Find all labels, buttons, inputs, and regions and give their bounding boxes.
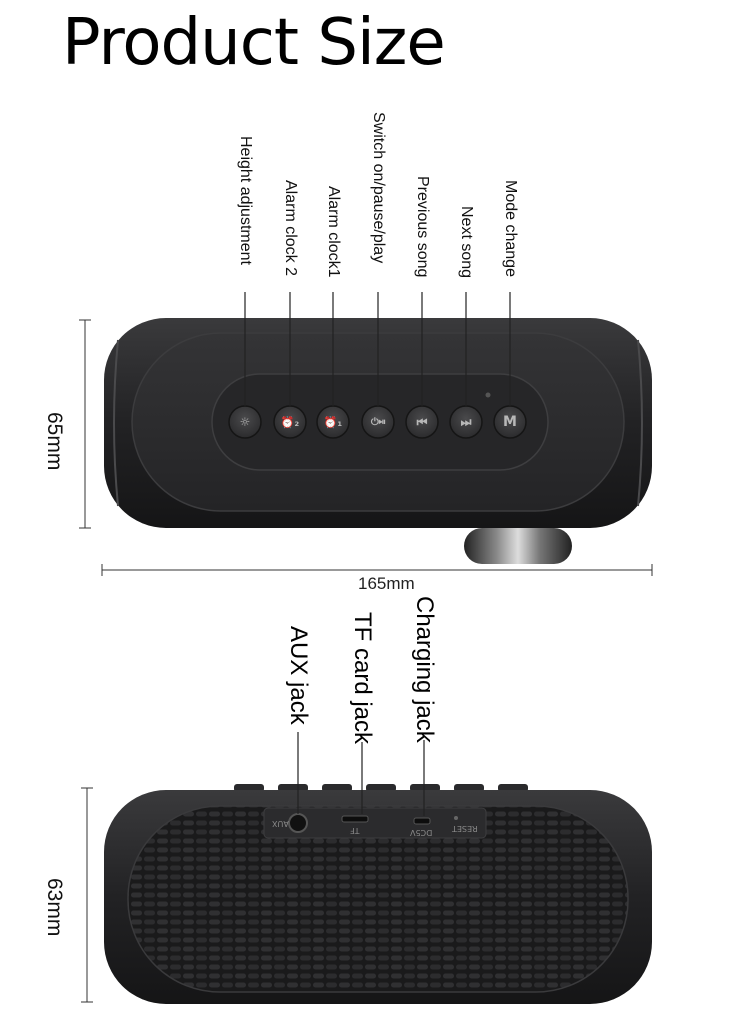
port-text-tf: TF (350, 826, 360, 835)
height-knob (464, 528, 572, 564)
top-leader-lines (244, 292, 511, 406)
previous-track-icon: ⏮ (416, 414, 428, 429)
alarm-clock-1-icon: ⏰₁ (323, 415, 343, 429)
speaker-top-view (104, 318, 652, 564)
speaker-bottom-view (104, 784, 652, 1004)
label-charging-jack: Charging jack (411, 596, 438, 743)
height-dimension-bottom (81, 787, 93, 1003)
bottom-leader-lines (297, 732, 425, 816)
dimension-63mm: 63mm (43, 878, 66, 937)
page-title: Product Size (62, 6, 446, 80)
label-previous-song: Previous song (414, 176, 431, 278)
label-alarm-clock-2: Alarm clock 2 (282, 180, 299, 277)
sun-icon: ☼ (239, 415, 251, 429)
next-track-icon: ⏭ (460, 414, 472, 429)
alarm-clock-2-icon: ⏰₂ (280, 415, 300, 429)
port-text-aux: AUX (272, 819, 289, 828)
dimension-165mm: 165mm (358, 574, 415, 593)
height-dimension-top (79, 319, 91, 529)
label-height-adjustment: Height adjustment (237, 136, 254, 265)
port-text-reset: RESET (452, 824, 478, 833)
label-mode-change: Mode change (502, 180, 519, 277)
label-alarm-clock-1: Alarm clock1 (325, 186, 342, 278)
dimension-65mm: 65mm (43, 412, 66, 471)
label-next-song: Next song (458, 206, 475, 279)
label-aux-jack: AUX jack (285, 626, 312, 725)
aux-port (288, 813, 308, 833)
width-dimension (101, 564, 653, 576)
power-play-pause-icon: ⏻⏯ (370, 416, 386, 428)
port-text-dc: DC5V (410, 828, 433, 837)
label-tf-card-jack: TF card jack (349, 612, 376, 745)
tf-slot (341, 815, 369, 823)
label-switch-on-pause-play: Switch on/pause/play (370, 112, 387, 264)
dc-port (413, 817, 431, 825)
mode-m-icon: M (503, 414, 517, 430)
